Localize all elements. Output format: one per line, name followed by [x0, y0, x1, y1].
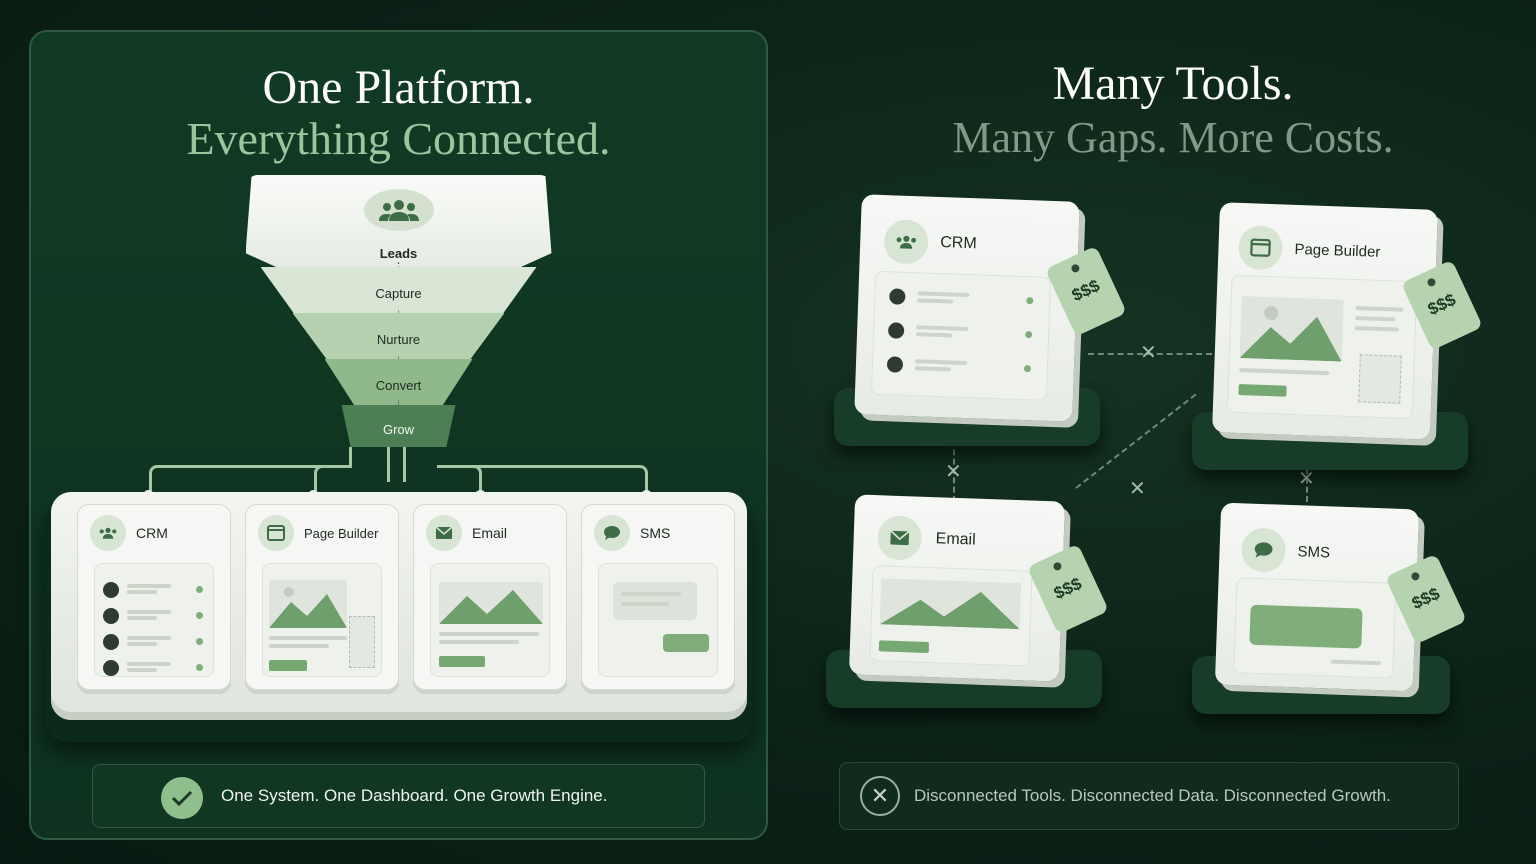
left-title-line2: Everything Connected. [186, 113, 611, 164]
tool-card-sms[interactable]: SMS [581, 504, 735, 690]
sms-preview [1233, 577, 1397, 679]
funnel-label-leads: Leads [379, 246, 418, 261]
tool-card-page-builder[interactable]: Page Builder [245, 504, 399, 690]
mail-icon [426, 515, 462, 551]
island-label-page-builder: Page Builder [1294, 240, 1381, 261]
browser-icon [258, 515, 294, 551]
funnel-label-grow: Grow [382, 422, 415, 437]
broken-link-line [1306, 440, 1308, 502]
page-builder-preview [1226, 274, 1418, 420]
funnel-arrow: ↓ [395, 396, 402, 410]
island-label-sms: SMS [1297, 542, 1331, 561]
funnel-tier-nurture: Nurture [292, 313, 505, 359]
right-title-line2: Many Gaps. More Costs. [952, 113, 1394, 162]
connector-line [437, 465, 648, 495]
chat-icon [1240, 527, 1287, 573]
price-label: $$$ [1408, 583, 1443, 614]
left-title-line1: One Platform. [262, 61, 535, 114]
broken-link-line [953, 440, 955, 502]
left-footer-text: One System. One Dashboard. One Growth En… [221, 786, 608, 805]
right-title-line1: Many Tools. [1052, 57, 1294, 110]
island-sms[interactable]: SMS [1214, 502, 1420, 692]
crm-preview [94, 563, 214, 677]
island-email[interactable]: Email [848, 494, 1066, 682]
tool-label-sms: SMS [640, 525, 671, 541]
connector-line [349, 447, 355, 467]
funnel-label-nurture: Nurture [376, 332, 421, 347]
price-label: $$$ [1050, 573, 1085, 604]
x-circle-icon: ✕ [860, 776, 900, 816]
platform: CRM Page Builder [51, 492, 747, 720]
left-footer: One System. One Dashboard. One Growth En… [92, 764, 705, 828]
tool-label-page-builder: Page Builder [304, 525, 379, 541]
connector-line [437, 465, 482, 495]
island-crm[interactable]: CRM [854, 194, 1080, 422]
funnel-label-convert: Convert [375, 378, 422, 393]
tool-label-crm: CRM [136, 525, 168, 541]
price-label: $$$ [1424, 289, 1459, 320]
island-label-email: Email [935, 530, 976, 549]
connector-line [314, 465, 352, 495]
browser-icon [1237, 224, 1284, 271]
x-mark-icon: ✕ [1140, 342, 1157, 364]
tool-label-email: Email [472, 525, 508, 541]
sms-preview [598, 563, 718, 677]
mail-icon [876, 515, 923, 561]
x-mark-icon: ✕ [945, 461, 962, 483]
funnel-tier-capture: Capture [260, 267, 537, 313]
users-icon [883, 219, 930, 265]
email-preview [430, 563, 550, 677]
connector-line [149, 465, 352, 495]
funnel-tier-leads: Leads [245, 175, 552, 267]
right-footer-text: Disconnected Tools. Disconnected Data. D… [914, 786, 1391, 805]
funnel-label-capture: Capture [375, 286, 422, 301]
price-label: $$$ [1068, 275, 1103, 306]
email-preview [869, 565, 1033, 667]
broken-link-line [1088, 353, 1212, 355]
crm-preview [870, 270, 1052, 401]
tool-card-crm[interactable]: CRM [77, 504, 231, 690]
funnel-tier-grow: Grow [341, 405, 456, 447]
connector-line [387, 447, 393, 482]
users-icon [363, 189, 434, 231]
island-page-builder[interactable]: Page Builder [1212, 202, 1438, 440]
left-panel: One Platform. Everything Connected. Lead… [29, 30, 768, 840]
chat-icon [594, 515, 630, 551]
check-circle-icon [161, 777, 203, 819]
island-label-crm: CRM [939, 234, 977, 253]
connector-line [403, 447, 409, 482]
x-mark-icon: ✕ [1298, 468, 1315, 490]
page-builder-preview [262, 563, 382, 677]
users-icon [90, 515, 126, 551]
tool-card-email[interactable]: Email [413, 504, 567, 690]
x-mark-icon: ✕ [1129, 478, 1146, 500]
right-footer: ✕ Disconnected Tools. Disconnected Data.… [839, 762, 1459, 830]
